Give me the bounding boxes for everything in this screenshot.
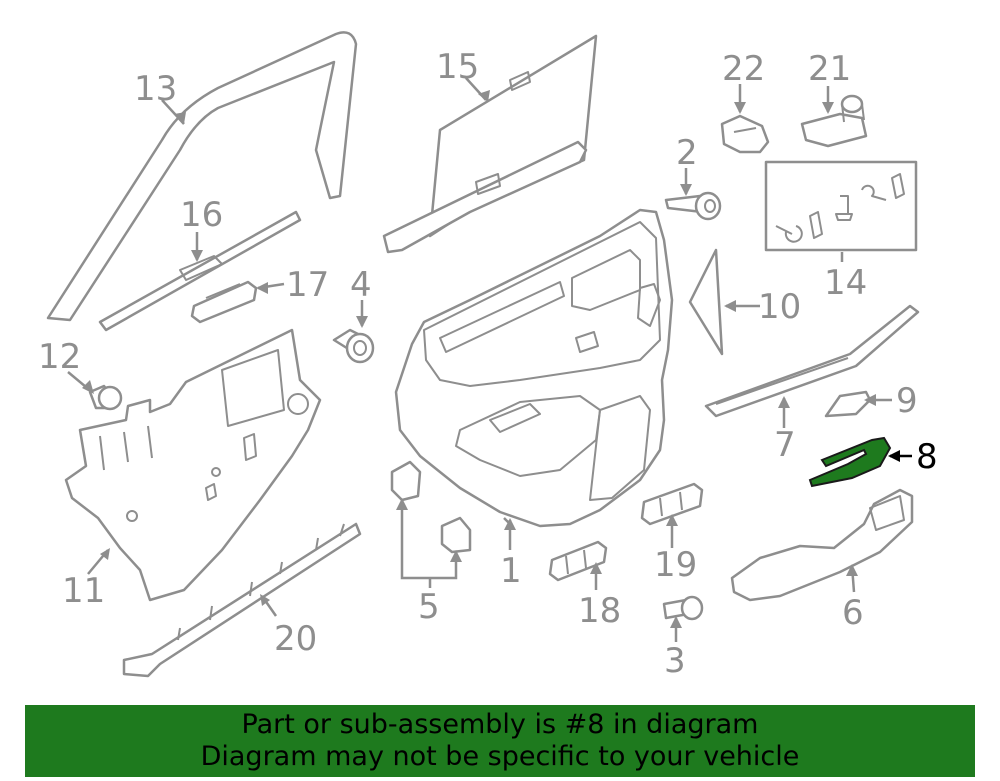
banner-line-2: Diagram may not be specific to your vehi… (200, 741, 800, 772)
callout-10: 10 (758, 287, 801, 327)
part-1-door-trim-panel[interactable] (394, 208, 674, 528)
part-21-sensor[interactable] (800, 94, 868, 148)
callout-2: 2 (676, 133, 698, 173)
part-13-glass-run-channel[interactable] (46, 31, 358, 322)
part-15-door-glass[interactable] (382, 34, 598, 254)
callout-5: 5 (418, 587, 440, 627)
callout-9: 9 (896, 381, 918, 421)
part-5-clips[interactable] (390, 460, 472, 554)
callout-16: 16 (180, 195, 223, 235)
part-7-trim-strip[interactable] (704, 304, 920, 418)
part-11-inner-panel[interactable] (64, 328, 322, 602)
part-12-clip[interactable] (88, 384, 123, 411)
parts-diagram: 13 15 16 17 4 12 22 21 2 14 10 7 9 8 6 1… (38, 31, 938, 681)
callout-19: 19 (654, 545, 697, 585)
part-18-bracket[interactable] (548, 540, 608, 582)
part-2-screw[interactable] (664, 191, 722, 221)
callout-14: 14 (824, 263, 867, 303)
leader-arrowheads (82, 90, 876, 628)
callout-7: 7 (774, 425, 796, 465)
callout-4: 4 (350, 265, 372, 305)
part-16-belt-molding[interactable] (98, 210, 302, 332)
part-20-wire-harness[interactable] (122, 522, 362, 678)
callout-21: 21 (808, 49, 851, 89)
callout-6: 6 (842, 593, 864, 633)
callout-1: 1 (500, 551, 522, 591)
callout-17: 17 (286, 265, 329, 305)
callout-11: 11 (62, 571, 105, 611)
part-8-highlighted-bracket[interactable] (808, 436, 892, 488)
part-22-cover[interactable] (720, 114, 770, 154)
part-6-armrest[interactable] (730, 488, 914, 602)
callout-18: 18 (578, 591, 621, 631)
info-banner: Part or sub-assembly is #8 in diagram Di… (25, 705, 975, 777)
callout-15: 15 (436, 47, 479, 87)
callout-22: 22 (722, 49, 765, 89)
part-3-bolt[interactable] (662, 595, 704, 621)
callout-8: 8 (916, 437, 938, 477)
callout-3: 3 (664, 641, 686, 681)
callout-13: 13 (134, 69, 177, 109)
part-4-grommet[interactable] (332, 328, 375, 364)
banner-line-1: Part or sub-assembly is #8 in diagram (241, 709, 759, 740)
callout-12: 12 (38, 337, 81, 377)
part-9-bezel[interactable] (824, 390, 872, 418)
part-10-corner-cap[interactable] (688, 248, 724, 356)
part-19-bracket[interactable] (640, 482, 704, 526)
part-14-hardware-kit[interactable] (764, 160, 918, 252)
part-17-bracket[interactable] (190, 280, 258, 324)
callout-20: 20 (274, 619, 317, 659)
